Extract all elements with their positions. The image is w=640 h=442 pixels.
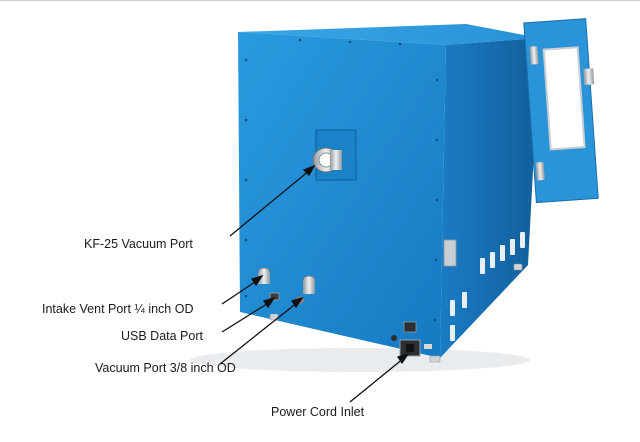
power-cord-inlet-label: Power Cord Inlet [271,405,365,419]
cabinet-feet [269,263,523,363]
ground-post [391,335,397,341]
floor-shadow [190,348,530,372]
open-door [523,18,599,204]
kf25-neck [330,150,342,170]
usb-data-port-label: USB Data Port [121,329,203,343]
usb-port [269,292,280,301]
door-hinge-top [529,46,539,65]
cabinet-top [238,24,540,45]
door-latch [583,68,595,85]
power-label [424,344,432,349]
power-switch [403,321,417,333]
side-label-plate [443,239,457,267]
top-border-line [0,0,640,1]
panel-screws [244,38,439,322]
cabinet-side [440,38,540,358]
intake-vent-port-label: Intake Vent Port ¼ inch OD [42,302,194,316]
door-hinge-bottom [535,161,545,181]
cabinet-rear-panel [238,32,446,358]
side-vent-slots [450,232,525,341]
door-window [542,46,586,151]
leader-lines [219,164,410,403]
vacuum-port-38-label: Vacuum Port 3/8 inch OD [95,361,236,375]
kf25-vacuum-port-label: KF-25 Vacuum Port [84,237,193,251]
